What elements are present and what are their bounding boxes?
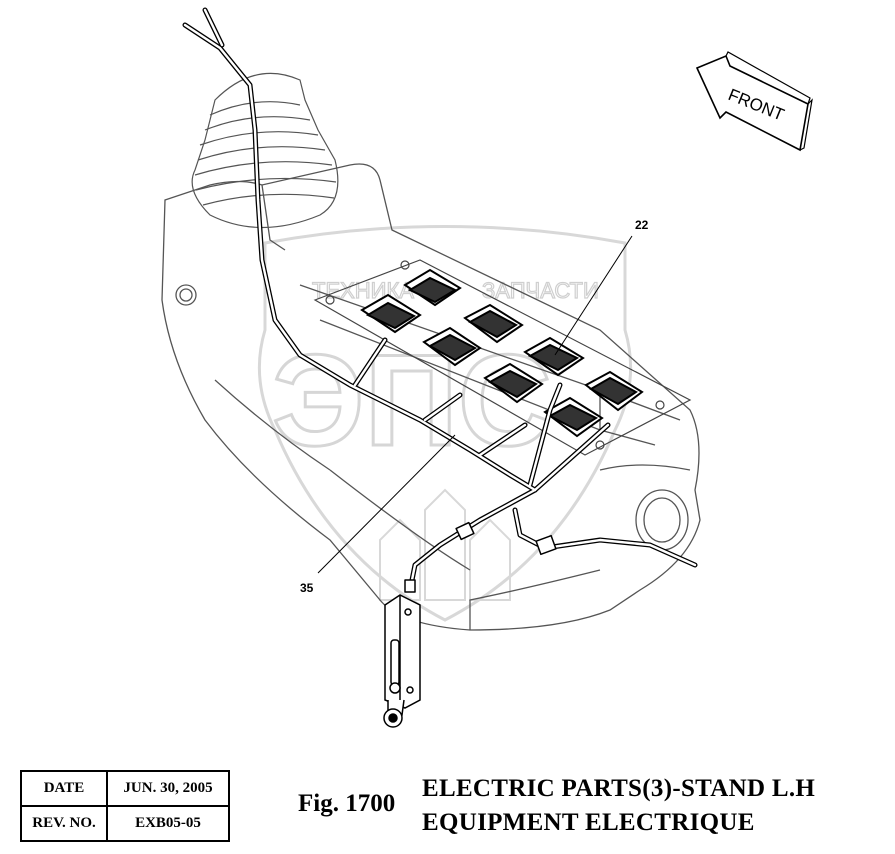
figure-number: Fig. 1700 bbox=[298, 790, 396, 817]
switch-4 bbox=[422, 326, 482, 367]
switch-6 bbox=[483, 362, 544, 404]
figure-title-line2: EQUIPMENT ELECTRIQUE bbox=[422, 809, 755, 836]
harness-connectors bbox=[404, 521, 557, 593]
switch-plate bbox=[313, 259, 692, 456]
rev-label: REV. NO. bbox=[20, 805, 108, 842]
watermark-rockets bbox=[379, 488, 511, 601]
joystick-boot bbox=[191, 72, 339, 228]
rev-value: EXB05-05 bbox=[106, 805, 230, 842]
front-arrow-icon: FRONT bbox=[695, 51, 813, 152]
figure-title: ELECTRIC PARTS(3)-STAND L.H EQUIPMENT EL… bbox=[422, 772, 815, 840]
callout-35: 35 bbox=[300, 581, 314, 595]
switch-5 bbox=[523, 336, 585, 377]
callout-22: 22 bbox=[635, 218, 649, 232]
switch-buttons bbox=[360, 268, 644, 438]
date-label: DATE bbox=[20, 770, 108, 807]
callout-leaders bbox=[317, 235, 633, 574]
wiring-harness bbox=[182, 7, 698, 593]
switch-3 bbox=[463, 303, 524, 344]
date-value: JUN. 30, 2005 bbox=[106, 770, 230, 807]
limit-switch bbox=[383, 594, 421, 728]
revision-info-table: DATE JUN. 30, 2005 REV. NO. EXB05-05 bbox=[20, 770, 230, 842]
switch-7 bbox=[584, 370, 644, 412]
stand-outline bbox=[161, 163, 701, 631]
watermark: ТЕХНИКА ЗАПЧАСТИ ЭПС bbox=[257, 225, 633, 622]
switch-1 bbox=[403, 268, 462, 307]
figure-title-line1: ELECTRIC PARTS(3)-STAND L.H bbox=[422, 775, 816, 802]
switch-2 bbox=[360, 293, 422, 334]
watermark-logo: ЭПС bbox=[272, 327, 552, 473]
switch-8 bbox=[543, 396, 604, 438]
